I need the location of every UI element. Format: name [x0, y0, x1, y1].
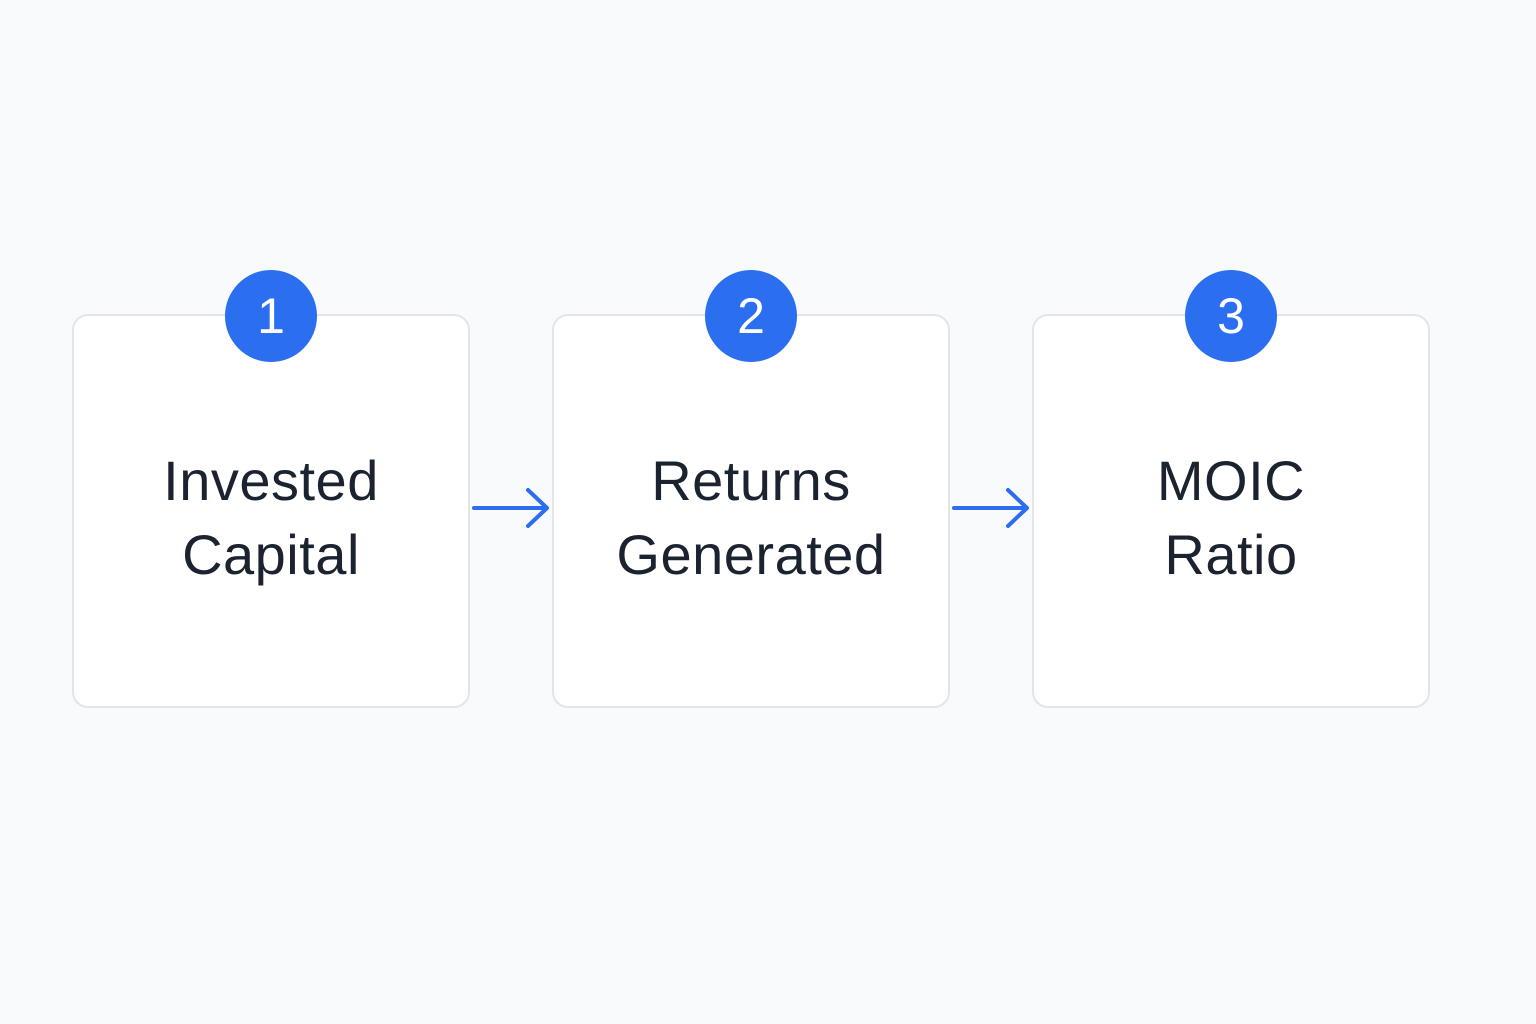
step-card-moic-ratio: 3 MOIC Ratio	[1032, 270, 1430, 708]
step-card-invested-capital: 1 Invested Capital	[72, 270, 470, 708]
step-label: Returns Generated	[554, 444, 948, 592]
step-label: Invested Capital	[74, 444, 468, 592]
step-label-line-1: MOIC	[1156, 449, 1306, 512]
step-label-line-1: Returns	[651, 449, 851, 512]
arrow-right-icon	[952, 488, 1029, 528]
step-label-line-1: Invested	[163, 449, 379, 512]
step-number-badge: 2	[705, 270, 797, 362]
step-label-line-2: Capital	[182, 523, 360, 586]
step-label: MOIC Ratio	[1034, 444, 1428, 592]
step-label-line-2: Generated	[616, 523, 886, 586]
arrow-right-icon	[472, 488, 549, 528]
step-number-badge: 1	[225, 270, 317, 362]
step-label-line-2: Ratio	[1164, 523, 1298, 586]
step-card-returns-generated: 2 Returns Generated	[552, 270, 950, 708]
step-number-badge: 3	[1185, 270, 1277, 362]
